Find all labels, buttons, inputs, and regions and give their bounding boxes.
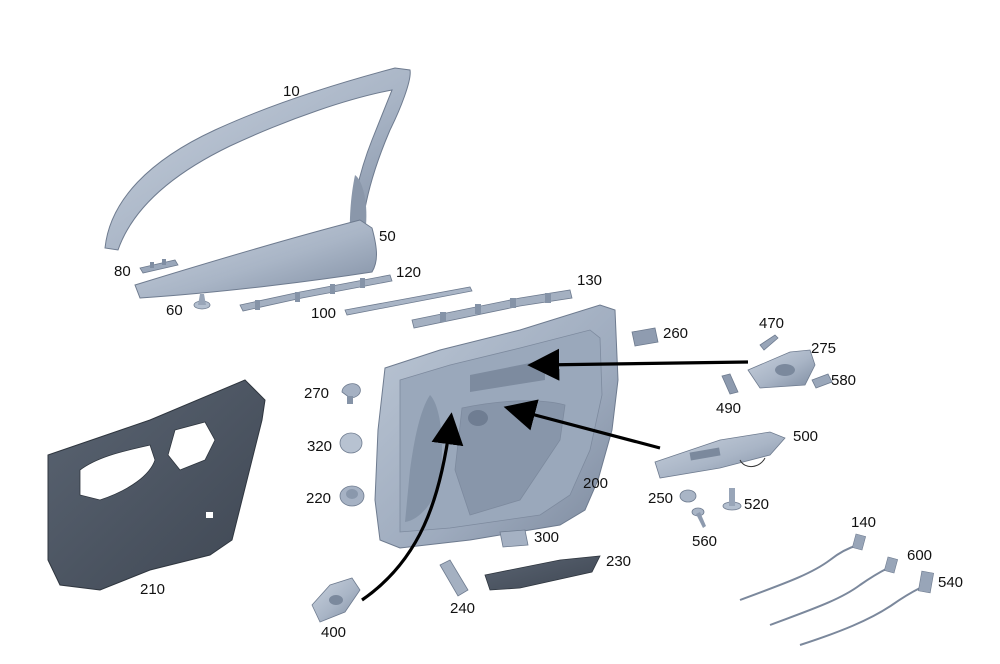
callout-60[interactable]: 60 (166, 302, 183, 319)
weather-strip[interactable] (344, 286, 473, 316)
callout-470[interactable]: 470 (759, 315, 785, 332)
callout-220[interactable]: 220 (306, 490, 332, 507)
callout-120[interactable]: 120 (396, 264, 422, 281)
bracket[interactable] (721, 373, 739, 395)
map-pocket-cover[interactable] (484, 555, 601, 591)
callout-50[interactable]: 50 (379, 228, 396, 245)
grommet[interactable] (339, 485, 365, 507)
callout-240[interactable]: 240 (450, 600, 476, 617)
clip-strip[interactable] (139, 259, 179, 274)
callout-260[interactable]: 260 (663, 325, 689, 342)
callout-10[interactable]: 10 (283, 83, 300, 100)
arrow-handle-to-panel (527, 348, 749, 381)
callout-400[interactable]: 400 (321, 624, 347, 641)
callout-230[interactable]: 230 (606, 553, 632, 570)
arrow-inner-handle-to-panel (361, 412, 464, 602)
upper-rail[interactable] (239, 274, 393, 312)
cable-a[interactable] (739, 533, 867, 601)
callout-80[interactable]: 80 (114, 263, 131, 280)
cap[interactable] (679, 489, 697, 503)
callout-100[interactable]: 100 (311, 305, 337, 322)
top-bracket-rail[interactable] (411, 289, 573, 329)
callout-210[interactable]: 210 (140, 581, 166, 598)
screw[interactable] (691, 507, 706, 528)
callout-275[interactable]: 275 (811, 340, 837, 357)
callout-540[interactable]: 540 (938, 574, 964, 591)
window-switch-panel[interactable] (654, 431, 786, 479)
callout-250[interactable]: 250 (648, 490, 674, 507)
inner-handle[interactable] (311, 577, 361, 623)
callout-600[interactable]: 600 (907, 547, 933, 564)
callout-140[interactable]: 140 (851, 514, 877, 531)
cable-lever[interactable] (759, 334, 779, 351)
mirror-triangle-trim[interactable] (134, 219, 377, 299)
small-clip[interactable] (811, 373, 833, 389)
expansion-rivet[interactable] (722, 488, 742, 511)
callout-560[interactable]: 560 (692, 533, 718, 550)
callout-320[interactable]: 320 (307, 438, 333, 455)
callout-520[interactable]: 520 (744, 496, 770, 513)
handle-housing[interactable] (747, 349, 816, 389)
callout-490[interactable]: 490 (716, 400, 742, 417)
reflector[interactable] (499, 529, 529, 548)
push-clip[interactable] (193, 294, 211, 310)
tweeter-cover[interactable] (439, 559, 469, 597)
arrow-switch-to-panel (503, 399, 661, 450)
callout-300[interactable]: 300 (534, 529, 560, 546)
callout-200[interactable]: 200 (583, 475, 609, 492)
callout-130[interactable]: 130 (577, 272, 603, 289)
insulation-sheet[interactable] (47, 379, 266, 591)
small-switch-block[interactable] (631, 327, 659, 347)
callout-270[interactable]: 270 (304, 385, 330, 402)
callout-500[interactable]: 500 (793, 428, 819, 445)
callout-580[interactable]: 580 (831, 372, 857, 389)
cable-c[interactable] (799, 570, 934, 646)
cable-b[interactable] (769, 556, 899, 626)
round-plug[interactable] (339, 432, 363, 454)
rivet-clip[interactable] (341, 383, 361, 404)
